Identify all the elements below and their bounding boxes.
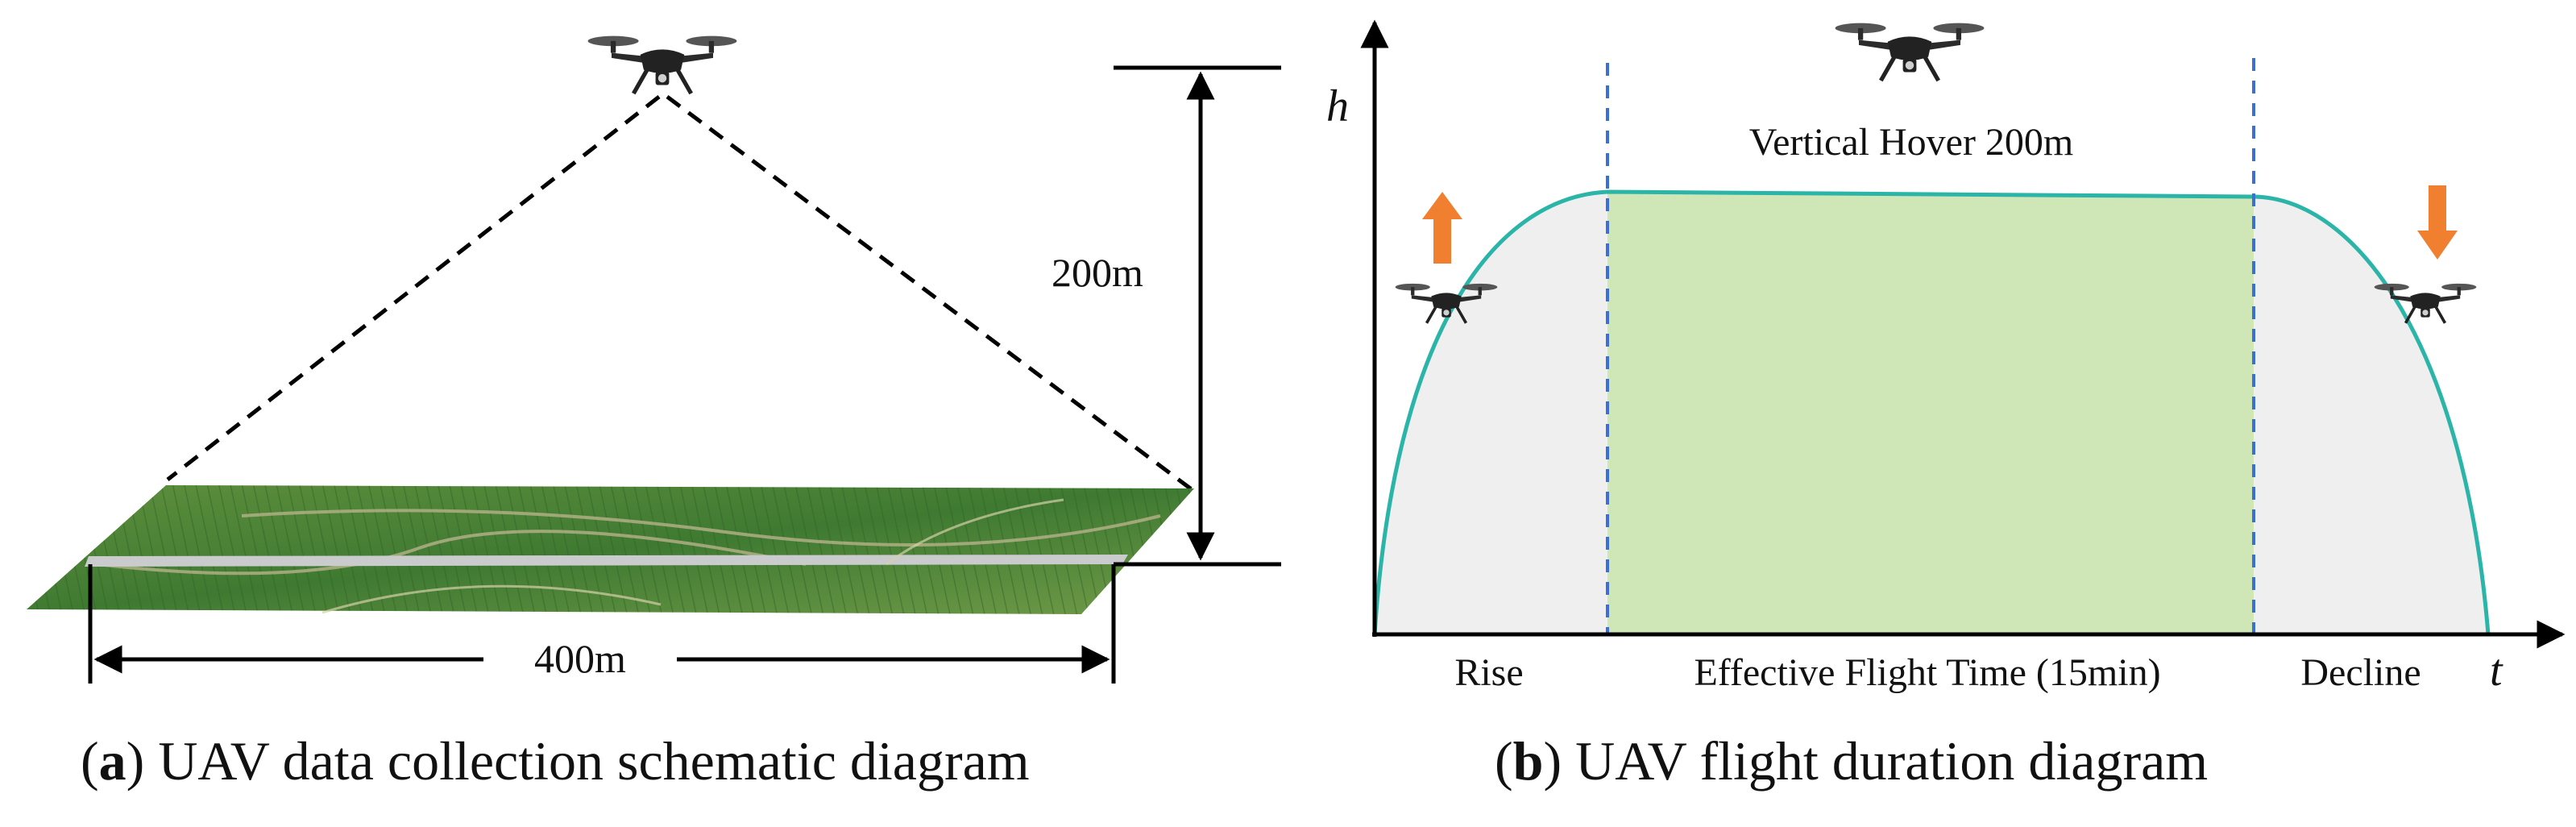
- effective-flight-region: [1607, 192, 2254, 634]
- panel-b: h t Vertical Hover 200m Rise Effective F…: [1326, 19, 2566, 696]
- hover-label: Vertical Hover 200m: [1749, 121, 2074, 164]
- declining-drone-group: [2372, 185, 2479, 325]
- phase-effective-label: Effective Flight Time (15min): [1694, 651, 2160, 694]
- width-label: 400m: [534, 636, 626, 681]
- down-arrow-icon: [2417, 185, 2458, 260]
- panel-b-caption-letter: b: [1512, 730, 1544, 792]
- height-label: 200m: [1052, 250, 1143, 295]
- phase-rise-label: Rise: [1454, 651, 1523, 694]
- drone-icon: [588, 36, 737, 94]
- up-arrow-icon: [1422, 192, 1462, 264]
- y-axis-label: h: [1326, 81, 1349, 131]
- rising-drone-group: [1393, 192, 1500, 325]
- panel-a-caption-letter: a: [98, 730, 127, 792]
- sight-line-right: [666, 94, 1194, 492]
- altitude-curve: [1372, 189, 2491, 635]
- phase-decline-label: Decline: [2300, 651, 2420, 694]
- panel-a: 200m 400m: [27, 36, 1281, 684]
- panel-a-caption: (a) UAV data collection schematic diagra…: [81, 730, 1030, 792]
- sight-line-left: [166, 95, 661, 481]
- panel-b-caption-text: UAV flight duration diagram: [1562, 730, 2209, 792]
- panel-b-caption: (b) UAV flight duration diagram: [1495, 730, 2209, 792]
- aerial-field-image: [27, 485, 1194, 614]
- decline-region: [2254, 197, 2488, 634]
- rise-region: [1375, 192, 1607, 634]
- x-axis-label: t: [2490, 646, 2503, 696]
- drone-icon: [1836, 23, 1985, 81]
- panel-a-caption-text: UAV data collection schematic diagram: [144, 730, 1030, 792]
